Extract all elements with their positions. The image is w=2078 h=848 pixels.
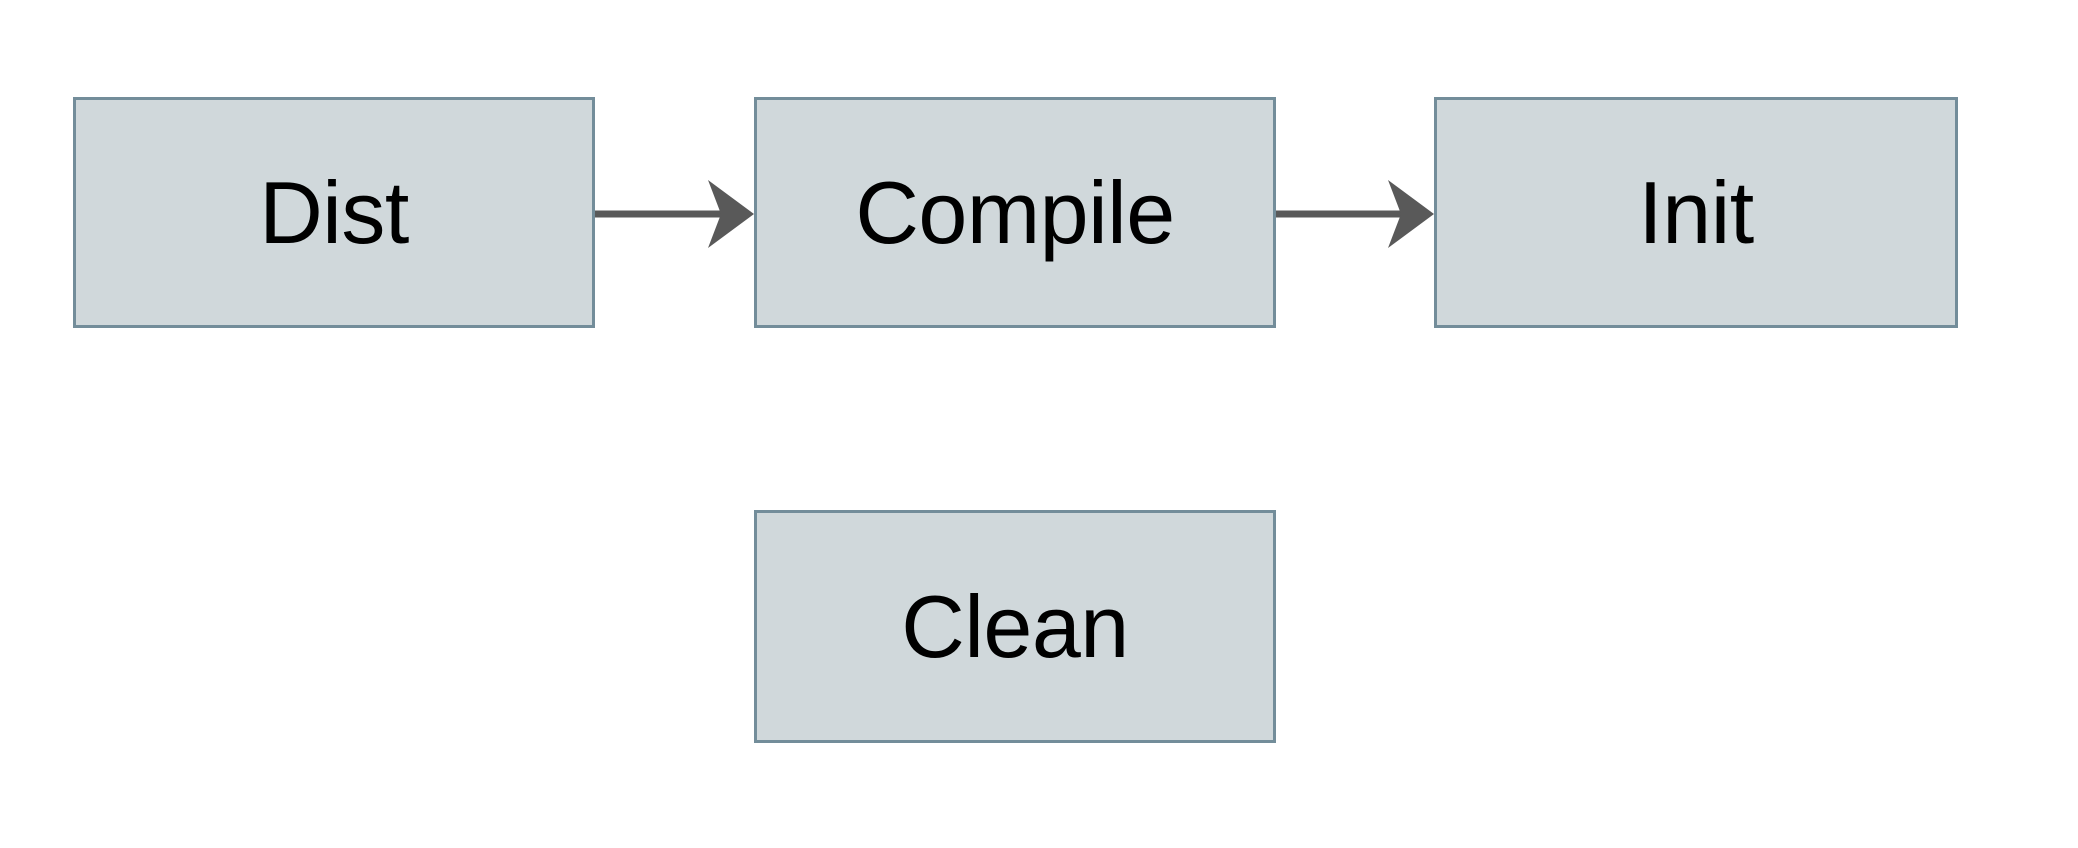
diagram-node-label: Dist: [259, 162, 409, 262]
diagram-node-compile[interactable]: Compile: [754, 97, 1276, 328]
diagram-node-init[interactable]: Init: [1434, 97, 1958, 328]
diagram-edge-compile-to-init[interactable]: [1276, 174, 1434, 254]
diagram-node-clean[interactable]: Clean: [754, 510, 1276, 743]
diagram-node-label: Clean: [901, 576, 1129, 676]
diagram-edge-dist-to-compile[interactable]: [595, 174, 754, 254]
arrow-right-icon: [595, 180, 754, 248]
diagram-node-dist[interactable]: Dist: [73, 97, 595, 328]
diagram-node-label: Init: [1638, 162, 1754, 262]
arrow-right-icon: [1276, 180, 1434, 248]
diagram-node-label: Compile: [855, 162, 1175, 262]
